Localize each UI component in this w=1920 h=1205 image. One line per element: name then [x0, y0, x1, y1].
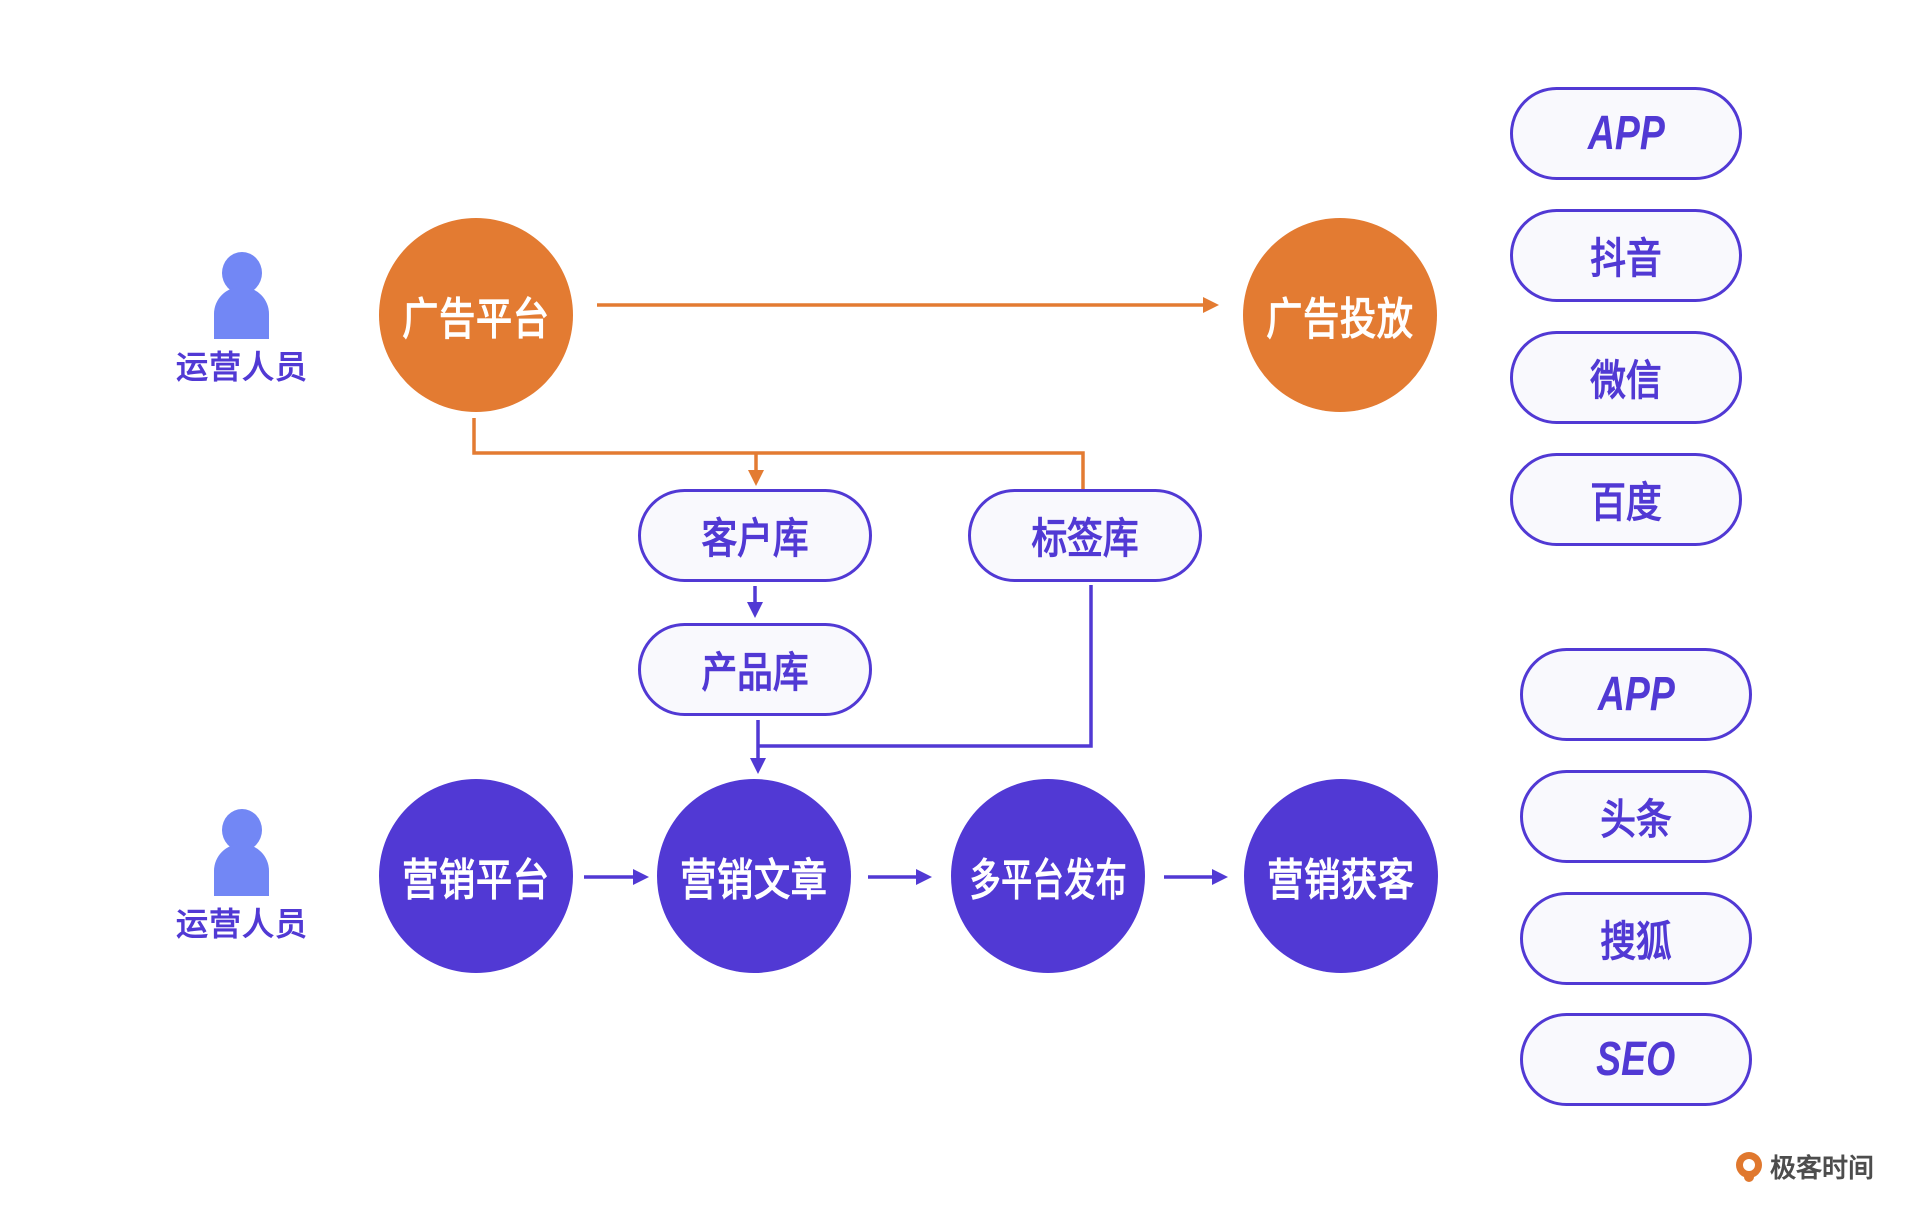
- channel-label: 搜狐: [1600, 917, 1672, 966]
- edge-article-to-publish: [868, 869, 932, 885]
- edge-ad-platform-to-ad-delivery: [597, 297, 1219, 313]
- edge-customer-db-to-product-db: [747, 586, 763, 618]
- node-product-db[interactable]: 产品库: [638, 623, 872, 716]
- node-marketing-platform[interactable]: 营销平台: [379, 779, 573, 973]
- node-label: 广告平台: [402, 294, 550, 345]
- node-label: 多平台发布: [969, 855, 1127, 906]
- channel-label: 百度: [1590, 478, 1662, 527]
- person-icon: [214, 844, 269, 896]
- person-icon: [214, 287, 269, 339]
- node-marketing-article[interactable]: 营销文章: [657, 779, 851, 973]
- node-tag-db[interactable]: 标签库: [968, 489, 1202, 582]
- marketing-channel-toutiao[interactable]: 头条: [1520, 770, 1752, 863]
- node-label: 产品库: [701, 648, 809, 697]
- edge-publish-to-acquisition: [1164, 869, 1228, 885]
- edge-marketing-platform-to-article: [584, 869, 649, 885]
- node-ad-platform[interactable]: 广告平台: [379, 218, 573, 412]
- node-label: 标签库: [1031, 514, 1139, 563]
- edge-ad-platform-to-databases: [472, 418, 1085, 489]
- marketing-channel-seo[interactable]: SEO: [1520, 1013, 1752, 1106]
- node-label: 客户库: [701, 514, 809, 563]
- channel-label: SEO: [1596, 1033, 1676, 1086]
- brand-logo: 极客时间: [1736, 1148, 1874, 1185]
- actor-label: 运营人员: [175, 348, 308, 386]
- channel-label: 头条: [1600, 795, 1672, 844]
- node-label: 营销平台: [402, 855, 550, 906]
- channel-label: APP: [1597, 668, 1675, 721]
- ad-channel-baidu[interactable]: 百度: [1510, 453, 1742, 546]
- edge-databases-to-marketing-article: [750, 585, 1093, 774]
- node-multi-platform-publish[interactable]: 多平台发布: [951, 779, 1145, 973]
- ad-channel-wechat[interactable]: 微信: [1510, 331, 1742, 424]
- brand-name: 极客时间: [1770, 1154, 1875, 1184]
- node-customer-db[interactable]: 客户库: [638, 489, 872, 582]
- node-label: 广告投放: [1266, 294, 1414, 345]
- ad-channel-app[interactable]: APP: [1510, 87, 1742, 180]
- node-marketing-acquisition[interactable]: 营销获客: [1244, 779, 1438, 973]
- geektime-logo-icon: [1736, 1151, 1762, 1182]
- marketing-channel-app[interactable]: APP: [1520, 648, 1752, 741]
- node-label: 营销获客: [1267, 855, 1415, 906]
- channel-label: 抖音: [1590, 234, 1662, 283]
- node-label: 营销文章: [680, 855, 828, 906]
- channel-label: APP: [1587, 107, 1665, 160]
- marketing-channel-sohu[interactable]: 搜狐: [1520, 892, 1752, 985]
- node-ad-delivery[interactable]: 广告投放: [1243, 218, 1437, 412]
- channel-label: 微信: [1590, 356, 1662, 405]
- ad-channel-douyin[interactable]: 抖音: [1510, 209, 1742, 302]
- actor-label: 运营人员: [175, 905, 308, 943]
